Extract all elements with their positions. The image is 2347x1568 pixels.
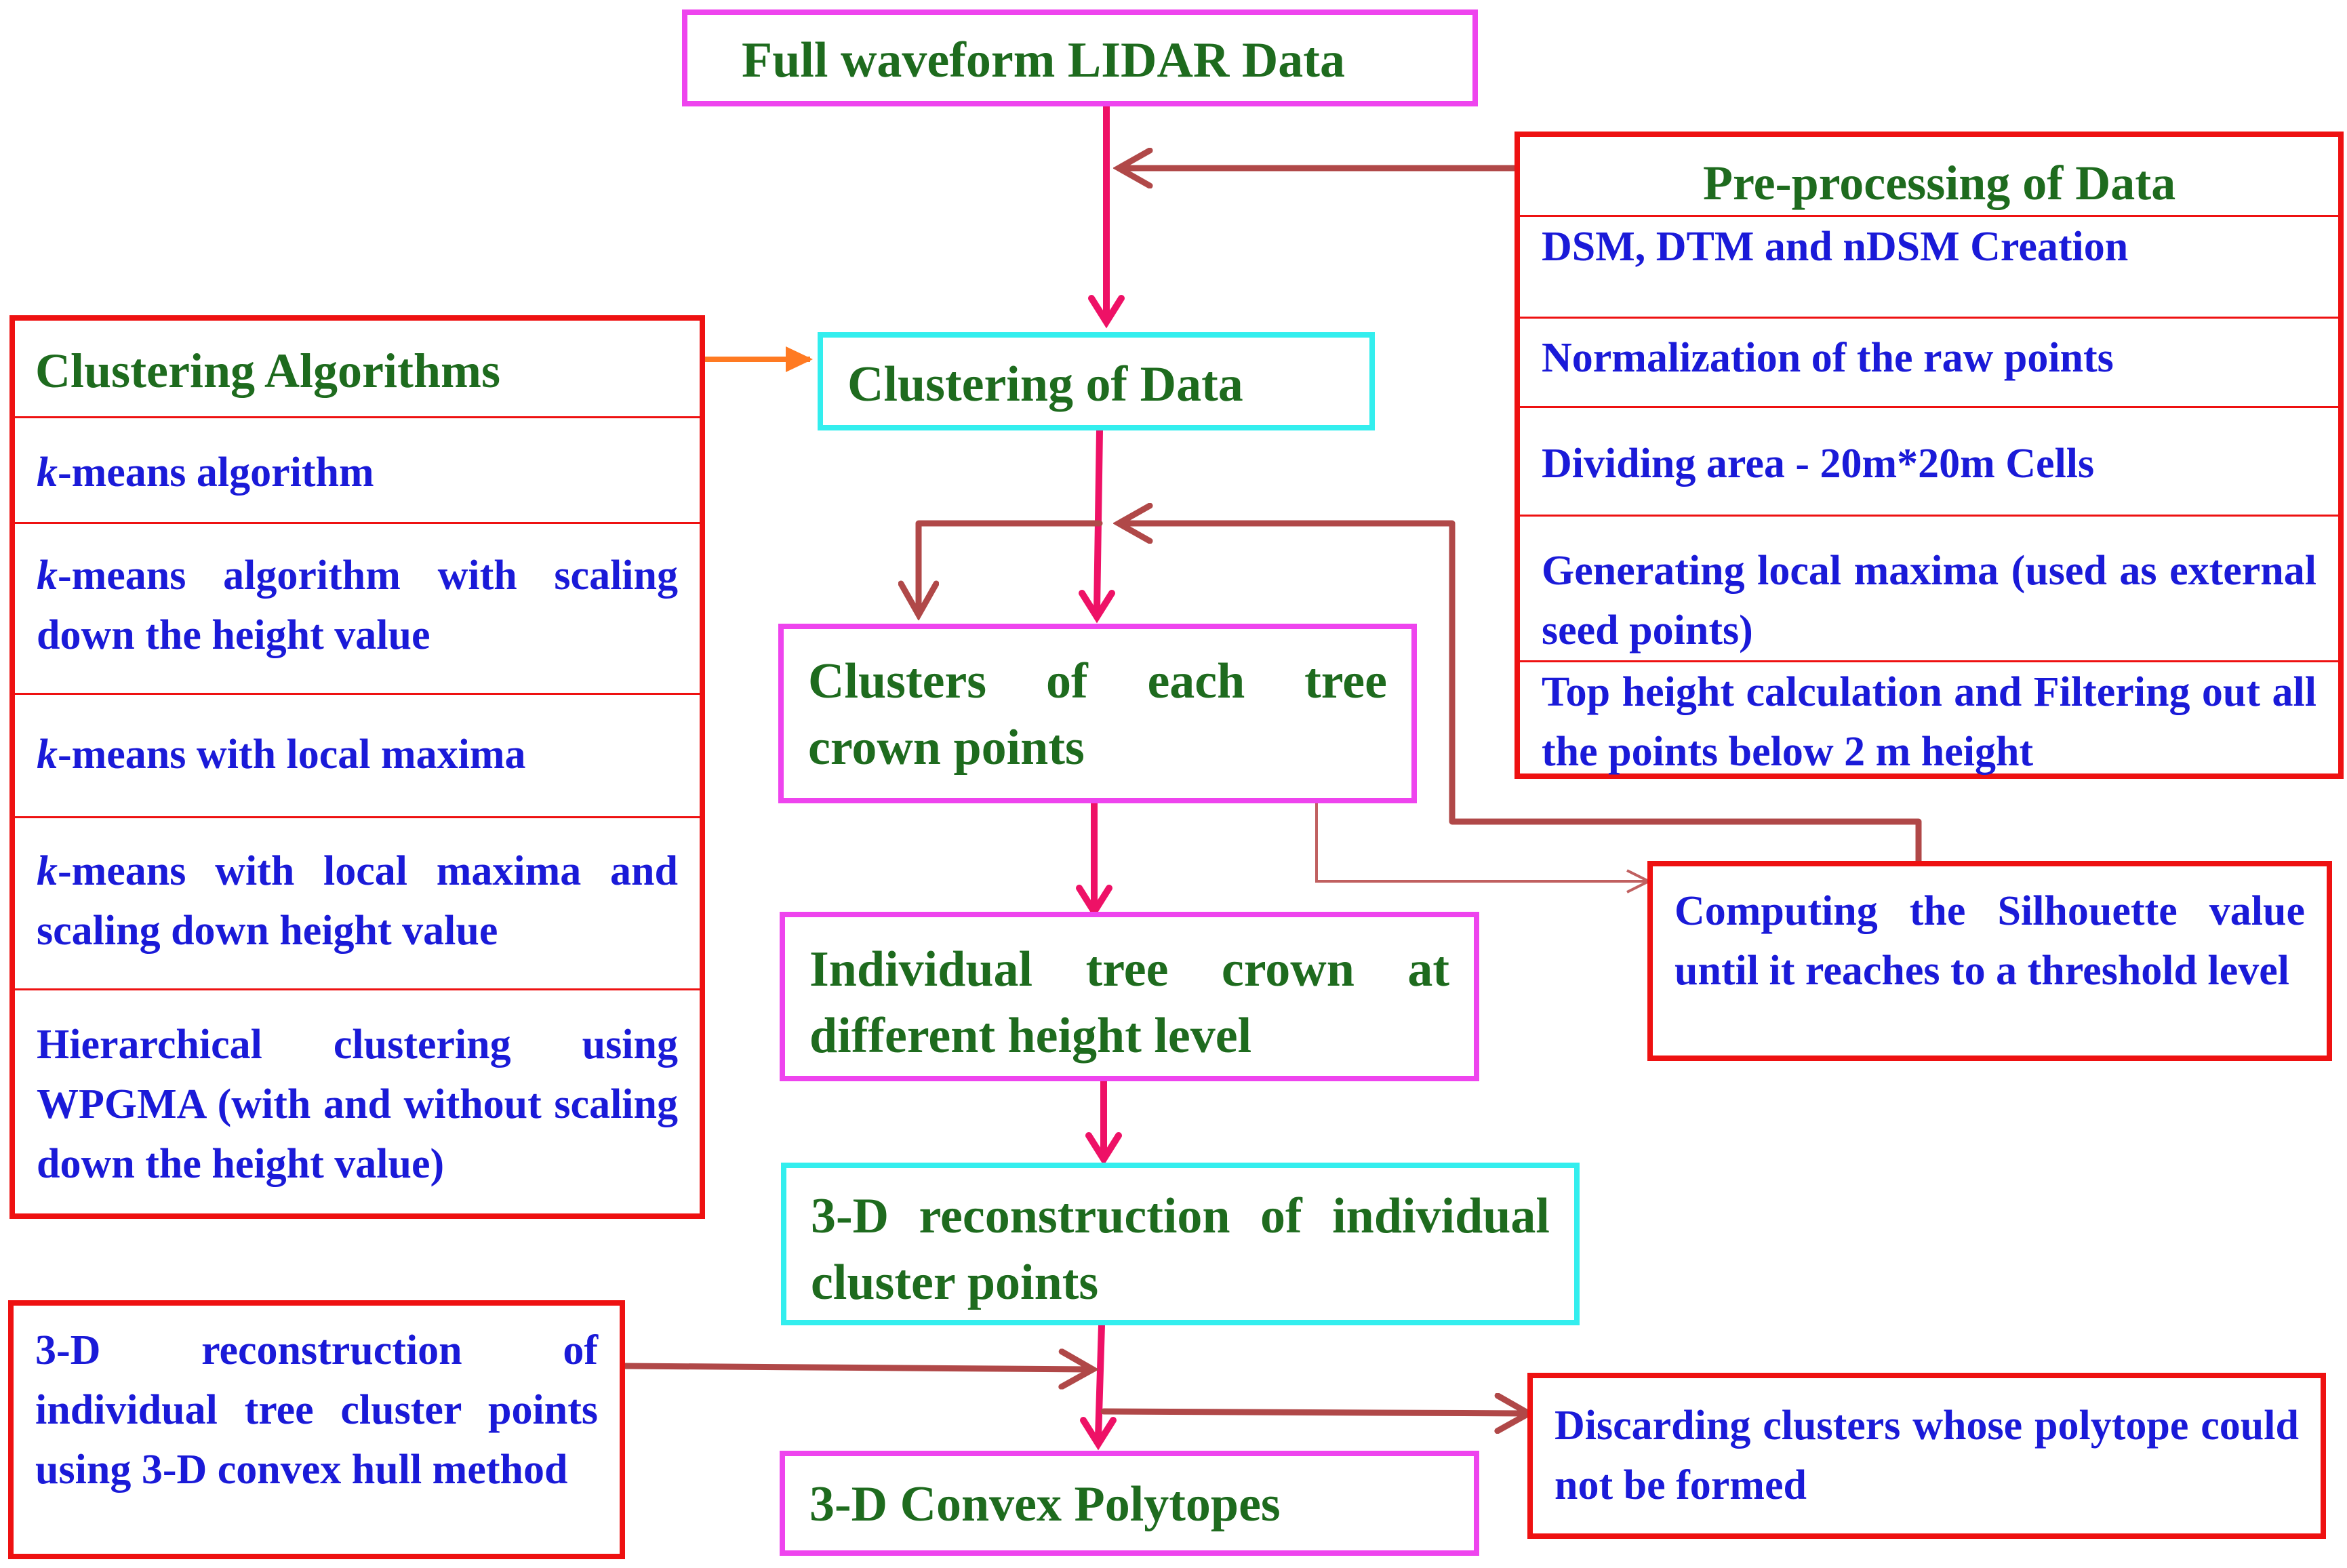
node-clustering: Clustering of Data <box>818 332 1375 430</box>
preprocessing-item: DSM, DTM and nDSM Creation <box>1520 217 2338 319</box>
algorithm-item: k-means with local maxima and scaling do… <box>15 818 700 990</box>
node-individual-crown: Individual tree crown at different heigh… <box>780 912 1479 1081</box>
arrow-silhouette-feedback <box>1120 523 1922 864</box>
arrow-reconstruction-to-polytopes <box>1095 1322 1105 1441</box>
algorithm-k: k <box>37 552 58 599</box>
algorithm-item: k-means with local maxima <box>15 695 700 818</box>
preprocessing-title: Pre-processing of Data <box>1520 150 2338 217</box>
node-reconstruction-label: 3-D reconstruction of individual cluster… <box>811 1188 1550 1310</box>
algorithm-item: Hierarchical clustering using WPGMA (wit… <box>15 990 700 1214</box>
node-individual-label: Individual tree crown at different heigh… <box>809 942 1449 1064</box>
node-lidar-data: Full waveform LIDAR Data <box>682 9 1478 106</box>
node-clusters: Clusters of each tree crown points <box>778 624 1417 803</box>
arrowhead-clustering <box>1088 295 1125 329</box>
arrow-flow-to-discard <box>1100 1411 1527 1413</box>
algorithm-item: k-means algorithm <box>15 418 700 524</box>
note-discard: Discarding clusters whose polytope could… <box>1527 1373 2326 1539</box>
algorithm-item: k-means algorithm with scaling down the … <box>15 524 700 695</box>
node-3d-reconstruction: 3-D reconstruction of individual cluster… <box>781 1163 1580 1325</box>
note-silhouette: Computing the Silhouette value until it … <box>1647 861 2332 1061</box>
algorithm-k: k <box>37 848 58 894</box>
note-convex-hull: 3-D reconstruction of individual tree cl… <box>8 1300 625 1559</box>
arrow-feedback-to-clusters <box>919 520 1103 614</box>
node-lidar-label: Full waveform LIDAR Data <box>742 33 1345 88</box>
node-clusters-label: Clusters of each tree crown points <box>808 654 1387 776</box>
note-hull-label: 3-D reconstruction of individual tree cl… <box>35 1327 598 1493</box>
arrow-clusters-to-silhouette <box>1315 803 1647 881</box>
arrowhead-clusters <box>1079 590 1115 624</box>
node-convex-polytopes: 3-D Convex Polytopes <box>780 1451 1479 1556</box>
panel-preprocessing: Pre-processing of Data DSM, DTM and nDSM… <box>1514 132 2344 779</box>
note-discard-label: Discarding clusters whose polytope could… <box>1554 1403 2299 1508</box>
panel-clustering-algorithms: Clustering Algorithms k-means algorithm … <box>9 315 705 1219</box>
arrowhead-polytopes <box>1080 1417 1117 1451</box>
note-silhouette-label: Computing the Silhouette value until it … <box>1674 888 2305 994</box>
preprocessing-item: Top height calculation and Filtering out… <box>1542 669 2316 775</box>
algorithm-k: k <box>37 731 58 778</box>
algorithm-name: -means with local maxima and scaling dow… <box>37 848 678 954</box>
algorithms-title: Clustering Algorithms <box>15 338 700 418</box>
arrowhead-reconstruction <box>1085 1132 1122 1166</box>
algorithm-name: -means algorithm with scaling down the h… <box>37 552 678 658</box>
algorithm-name: Hierarchical clustering using WPGMA (wit… <box>37 1022 678 1187</box>
preprocessing-item: Normalization of the raw points <box>1520 319 2338 408</box>
algorithm-name: -means with local maxima <box>58 731 526 778</box>
preprocessing-item: Dividing area - 20m*20m Cells <box>1520 408 2338 517</box>
algorithm-k: k <box>37 449 58 496</box>
arrow-hull-to-flow <box>622 1366 1091 1369</box>
algorithm-name: -means algorithm <box>58 449 374 496</box>
node-polytopes-label: 3-D Convex Polytopes <box>809 1476 1281 1532</box>
node-clustering-label: Clustering of Data <box>847 357 1243 412</box>
preprocessing-item: Generating local maxima (used as externa… <box>1520 517 2338 662</box>
